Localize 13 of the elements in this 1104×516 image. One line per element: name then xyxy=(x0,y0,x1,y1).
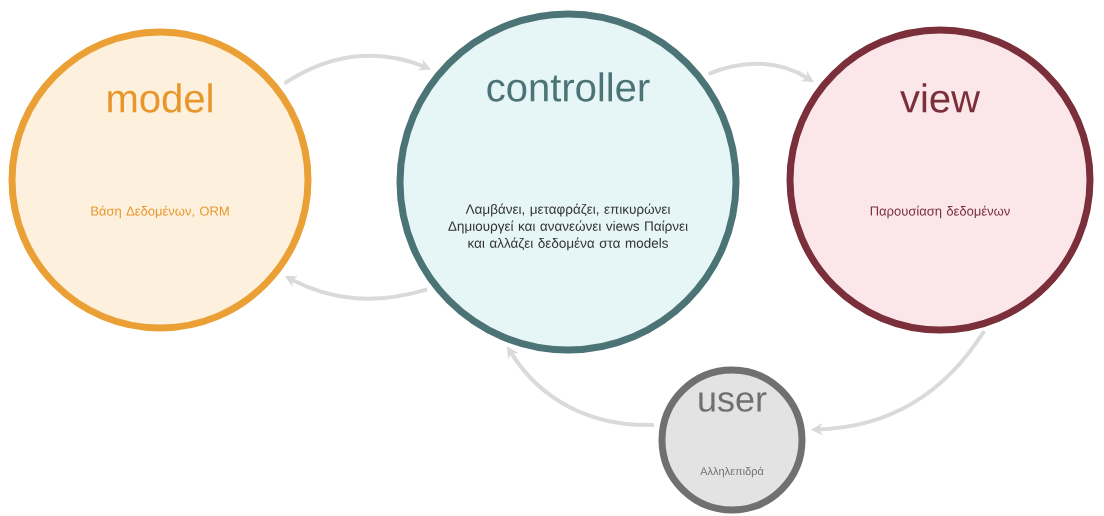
node-title: controller xyxy=(487,72,650,102)
circle-node xyxy=(396,10,740,354)
circle-node xyxy=(8,28,312,332)
arrow xyxy=(707,61,814,83)
node-title: user xyxy=(699,392,767,412)
node-description: Βάση Δεδομένων, ORM xyxy=(91,205,229,219)
circle-node xyxy=(786,26,1094,334)
node-description: Παρουσίαση δεδομένων xyxy=(870,205,1010,219)
node-description: Αλληλεπιδρά xyxy=(700,466,764,478)
node-title: model xyxy=(108,83,212,113)
node-title: view xyxy=(900,83,981,113)
node-description: Λαμβάνει, μεταφράζει, επικυρώνει Δημιουργεί και ανανεώνει views Παίρνει και αλλάζει δεδομένα στα models xyxy=(448,203,688,251)
circle-node xyxy=(658,366,806,514)
